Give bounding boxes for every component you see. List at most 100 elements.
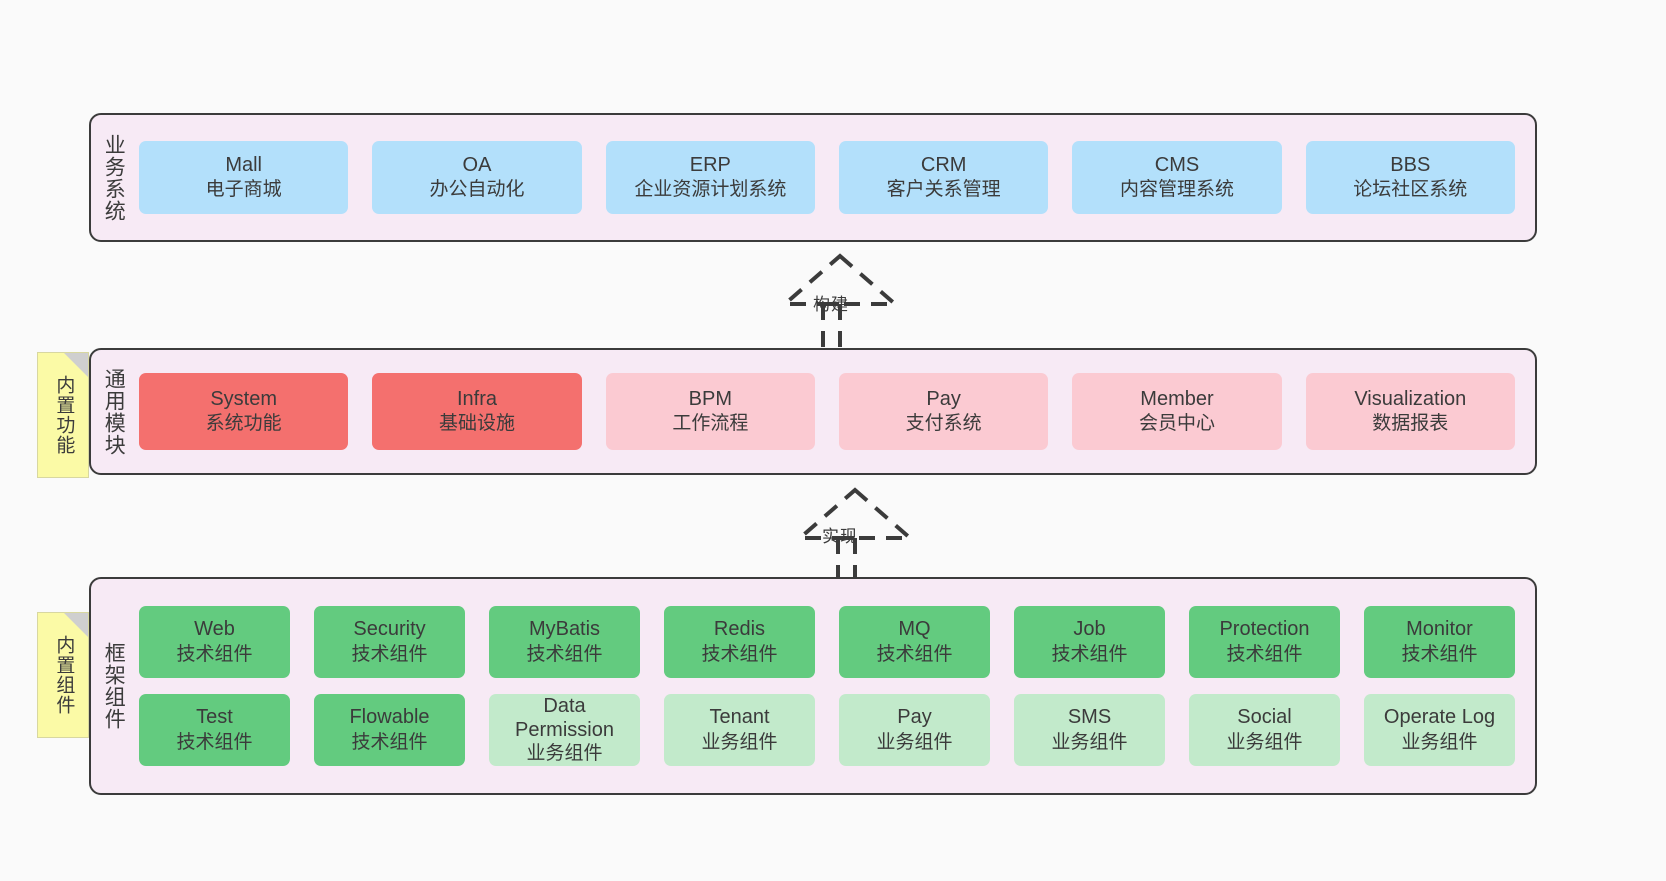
card-web-title: Web <box>194 618 235 641</box>
card-mall-title: Mall <box>225 153 262 176</box>
layer-body-common-modules: System 系统功能 Infra 基础设施 BPM 工作流程 Pay 支付系统… <box>135 350 1535 473</box>
card-crm[interactable]: CRM 客户关系管理 <box>838 141 1049 214</box>
card-operate-log[interactable]: Operate Log 业务组件 <box>1364 694 1515 766</box>
card-mq[interactable]: MQ 技术组件 <box>839 606 990 678</box>
card-redis-subtitle: 技术组件 <box>701 643 778 665</box>
card-mq-title: MQ <box>898 618 931 641</box>
card-oa[interactable]: OA 办公自动化 <box>372 141 582 214</box>
card-member-subtitle: 会员中心 <box>1138 413 1215 435</box>
card-tenant[interactable]: Tenant 业务组件 <box>664 694 815 766</box>
card-member[interactable]: Member 会员中心 <box>1072 373 1282 450</box>
card-mybatis-title: MyBatis <box>528 618 601 641</box>
card-mall-subtitle: 电子商城 <box>205 179 282 201</box>
connector-implement: 实现 <box>760 482 950 582</box>
card-bbs[interactable]: BBS 论坛社区系统 <box>1305 141 1515 214</box>
card-sms-subtitle: 业务组件 <box>1051 731 1128 753</box>
connector-implement-arrow-icon <box>794 487 916 582</box>
card-oa-subtitle: 办公自动化 <box>429 179 525 201</box>
card-mybatis-subtitle: 技术组件 <box>526 643 603 665</box>
card-cms-title: CMS <box>1154 153 1200 176</box>
card-visualization-title: Visualization <box>1354 387 1467 410</box>
card-job-title: Job <box>1073 618 1106 641</box>
card-flowable-subtitle: 技术组件 <box>351 731 428 753</box>
card-mybatis[interactable]: MyBatis 技术组件 <box>489 606 640 678</box>
card-tenant-subtitle: 业务组件 <box>701 731 778 753</box>
card-oa-title: OA <box>462 153 492 176</box>
card-visualization-subtitle: 数据报表 <box>1372 413 1449 435</box>
note-fold-corner-icon <box>64 353 88 377</box>
card-protection-subtitle: 技术组件 <box>1226 643 1303 665</box>
card-infra-title: Infra <box>456 387 497 410</box>
card-bbs-subtitle: 论坛社区系统 <box>1353 179 1468 201</box>
card-flowable[interactable]: Flowable 技术组件 <box>314 694 465 766</box>
layer-title-framework-components: 框架组件 <box>102 642 126 730</box>
connector-build-label: 构建 <box>813 295 849 314</box>
card-erp-title: ERP <box>689 153 731 176</box>
layer-title-business-system: 业务系统 <box>102 133 126 222</box>
card-social-title: Social <box>1237 706 1292 729</box>
card-pay-component-subtitle: 业务组件 <box>876 731 953 753</box>
card-web[interactable]: Web 技术组件 <box>139 606 290 678</box>
card-sms[interactable]: SMS 业务组件 <box>1014 694 1165 766</box>
layer-framework-components: 框架组件 Web 技术组件 Security 技术组件 MyBatis 技术组件… <box>89 577 1537 795</box>
layer-body-framework-components: Web 技术组件 Security 技术组件 MyBatis 技术组件 Redi… <box>135 579 1535 793</box>
note-builtin-function: 内置功能 <box>37 352 89 478</box>
card-operate-log-title: Operate Log <box>1383 706 1496 729</box>
layer-body-business-system: Mall 电子商城 OA 办公自动化 ERP 企业资源计划系统 CRM 客户关系… <box>135 115 1535 240</box>
card-monitor[interactable]: Monitor 技术组件 <box>1364 606 1515 678</box>
card-job[interactable]: Job 技术组件 <box>1014 606 1165 678</box>
card-sms-title: SMS <box>1067 706 1112 729</box>
card-bpm-subtitle: 工作流程 <box>672 413 749 435</box>
card-member-title: Member <box>1140 387 1214 410</box>
card-operate-log-subtitle: 业务组件 <box>1401 731 1478 753</box>
card-cms[interactable]: CMS 内容管理系统 <box>1072 141 1282 214</box>
card-pay-module-subtitle: 支付系统 <box>905 413 982 435</box>
card-system-title: System <box>210 387 277 410</box>
card-tenant-title: Tenant <box>709 706 770 729</box>
card-social[interactable]: Social 业务组件 <box>1189 694 1340 766</box>
card-security-subtitle: 技术组件 <box>351 643 428 665</box>
card-infra[interactable]: Infra 基础设施 <box>372 373 582 450</box>
connector-build: 构建 <box>745 248 935 348</box>
card-system-subtitle: 系统功能 <box>205 413 282 435</box>
card-test[interactable]: Test 技术组件 <box>139 694 290 766</box>
layer-common-modules: 通用模块 System 系统功能 Infra 基础设施 BPM 工作流程 Pay… <box>89 348 1537 475</box>
card-monitor-title: Monitor <box>1406 618 1473 641</box>
card-social-subtitle: 业务组件 <box>1226 731 1303 753</box>
card-bpm[interactable]: BPM 工作流程 <box>605 373 815 450</box>
note-fold-corner-icon <box>64 613 88 637</box>
card-security[interactable]: Security 技术组件 <box>314 606 465 678</box>
card-bbs-title: BBS <box>1390 153 1431 176</box>
card-pay-module[interactable]: Pay 支付系统 <box>838 373 1049 450</box>
card-data-permission-subtitle: 业务组件 <box>526 743 603 765</box>
card-monitor-subtitle: 技术组件 <box>1401 643 1478 665</box>
card-crm-title: CRM <box>920 153 967 176</box>
card-protection[interactable]: Protection 技术组件 <box>1189 606 1340 678</box>
card-job-subtitle: 技术组件 <box>1051 643 1128 665</box>
framework-tech-row: Web 技术组件 Security 技术组件 MyBatis 技术组件 Redi… <box>139 606 1515 678</box>
connector-implement-label: 实现 <box>822 527 858 546</box>
card-test-subtitle: 技术组件 <box>176 731 253 753</box>
framework-business-row: Test 技术组件 Flowable 技术组件 Data Permission … <box>139 694 1515 766</box>
card-system[interactable]: System 系统功能 <box>139 373 349 450</box>
card-test-title: Test <box>196 706 233 729</box>
card-security-title: Security <box>353 618 426 641</box>
card-erp[interactable]: ERP 企业资源计划系统 <box>605 141 815 214</box>
card-visualization[interactable]: Visualization 数据报表 <box>1305 373 1515 450</box>
note-builtin-component: 内置组件 <box>37 612 89 738</box>
card-bpm-title: BPM <box>688 387 732 410</box>
card-redis[interactable]: Redis 技术组件 <box>664 606 815 678</box>
card-mall[interactable]: Mall 电子商城 <box>139 141 349 214</box>
card-pay-component-title: Pay <box>897 706 932 729</box>
card-protection-title: Protection <box>1219 618 1310 641</box>
note-builtin-component-label: 内置组件 <box>53 635 75 715</box>
connector-build-arrow-icon <box>779 253 901 348</box>
card-pay-component[interactable]: Pay 业务组件 <box>839 694 990 766</box>
module-card-row: System 系统功能 Infra 基础设施 BPM 工作流程 Pay 支付系统… <box>139 373 1515 450</box>
card-redis-title: Redis <box>713 618 766 641</box>
note-builtin-function-label: 内置功能 <box>53 375 75 455</box>
card-data-permission[interactable]: Data Permission 业务组件 <box>489 694 640 766</box>
card-erp-subtitle: 企业资源计划系统 <box>634 179 787 201</box>
card-crm-subtitle: 客户关系管理 <box>886 179 1001 201</box>
